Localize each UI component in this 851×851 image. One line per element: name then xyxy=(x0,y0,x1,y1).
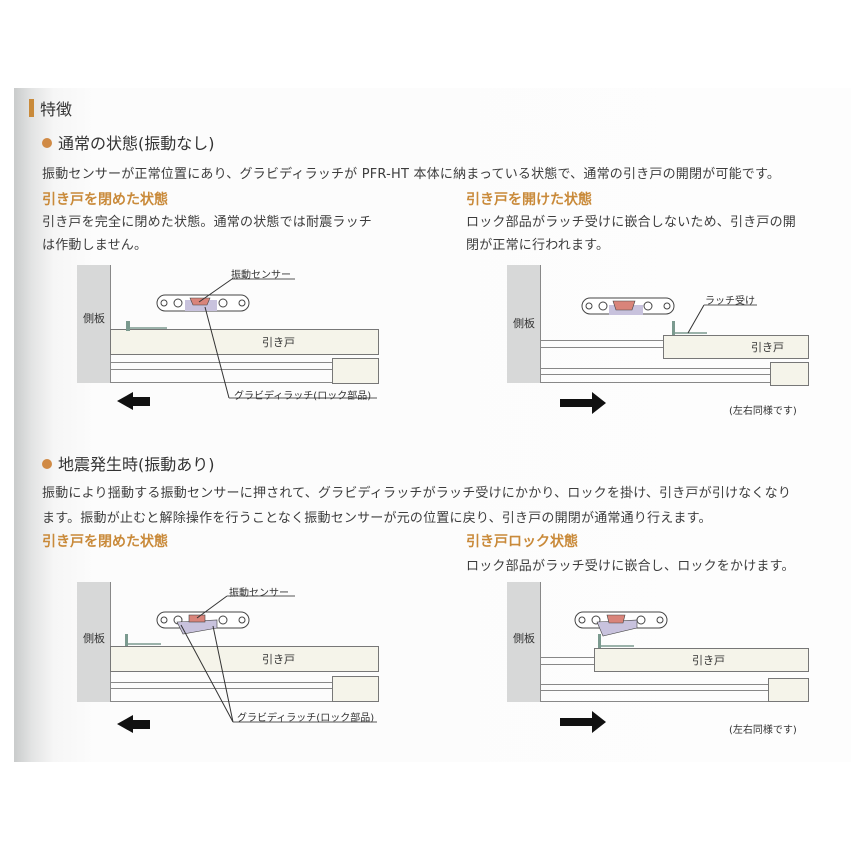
latch-callout: グラビディラッチ(ロック部品) xyxy=(234,391,372,402)
rail xyxy=(110,369,345,370)
floor-line xyxy=(110,382,377,383)
door-label: 引き戸 xyxy=(262,336,295,349)
rail xyxy=(540,690,772,691)
second-door-edge xyxy=(332,358,379,384)
section-heading-normal: 通常の状態(振動なし) xyxy=(42,130,215,154)
symmetry-note: (左右同様です) xyxy=(729,406,797,417)
door-label: 引き戸 xyxy=(751,341,784,354)
side-board xyxy=(507,582,541,702)
section-heading-earthquake-text: 地震発生時(振動あり) xyxy=(58,455,215,474)
latch-callout: グラビディラッチ(ロック部品) xyxy=(237,713,375,724)
sensor-callout: 振動センサー xyxy=(231,270,291,281)
mechanism-icon xyxy=(560,297,757,414)
rail xyxy=(110,362,345,363)
floor-line xyxy=(540,382,807,383)
normal-closed-heading: 引き戸を閉めた状態 xyxy=(42,192,168,208)
rail xyxy=(540,657,600,658)
side-board xyxy=(507,265,541,383)
floor-line xyxy=(110,701,377,702)
sensor-callout: 振動センサー xyxy=(229,588,289,599)
earthquake-locked-text: ロック部品がラッチ受けに嵌合し、ロックをかけます。 xyxy=(466,559,795,574)
title-accent-bar xyxy=(29,99,34,117)
side-board xyxy=(77,265,111,383)
door-label: 引き戸 xyxy=(692,654,725,667)
earthquake-locked-heading: 引き戸ロック状態 xyxy=(466,534,578,550)
diagram-earthquake-closed: 側板 引き戸 振動センサー グラビディラッチ(ロック部品) xyxy=(77,582,379,737)
section-heading-normal-text: 通常の状態(振動なし) xyxy=(58,134,215,153)
bullet-icon xyxy=(42,138,52,148)
sliding-door xyxy=(663,335,809,359)
door-label: 引き戸 xyxy=(262,653,295,666)
normal-open-heading: 引き戸を開けた状態 xyxy=(466,192,592,208)
normal-open-text-1: ロック部品がラッチ受けに嵌合しないため、引き戸の開 xyxy=(466,215,797,230)
side-board xyxy=(77,582,111,702)
rail xyxy=(540,374,772,375)
symmetry-note: (左右同様です) xyxy=(729,725,797,736)
latch-receiver-callout: ラッチ受け xyxy=(705,296,755,307)
earthquake-description-2: ます。振動が止むと解除操作を行うことなく振動センサーが元の位置に戻り、引き戸の開… xyxy=(42,511,712,526)
sliding-door xyxy=(594,648,809,672)
side-board-label: 側板 xyxy=(83,632,105,645)
earthquake-description-1: 振動により揺動する振動センサーに押されて、グラビディラッチがラッチ受けにかかり、… xyxy=(42,486,792,501)
second-door-edge xyxy=(332,676,379,702)
rail xyxy=(110,688,345,689)
mechanism-icon xyxy=(117,278,377,410)
sliding-door xyxy=(110,646,379,672)
second-door-edge xyxy=(770,362,809,386)
diagram-earthquake-locked: 側板 引き戸 (左右同様です) xyxy=(507,582,809,737)
rail xyxy=(540,368,772,369)
side-board-label: 側板 xyxy=(513,632,535,645)
earthquake-closed-heading: 引き戸を閉めた状態 xyxy=(42,534,168,550)
second-door-edge xyxy=(768,678,809,702)
mechanism-icon xyxy=(560,611,668,733)
sliding-door xyxy=(110,329,379,355)
diagram-normal-closed: 側板 引き戸 振動センサー グラビディラッチ(ロック部品) xyxy=(77,265,379,410)
side-board-label: 側板 xyxy=(83,312,105,325)
side-board-label: 側板 xyxy=(513,317,535,330)
normal-closed-text-1: 引き戸を完全に閉めた状態。通常の状態では耐震ラッチ xyxy=(42,215,373,230)
rail xyxy=(540,347,670,348)
rail xyxy=(540,664,600,665)
page-title: 特徴 xyxy=(40,100,73,119)
section-heading-earthquake: 地震発生時(振動あり) xyxy=(42,451,215,475)
rail xyxy=(540,684,772,685)
rail xyxy=(540,340,670,341)
normal-closed-text-2: は作動しません。 xyxy=(42,238,148,253)
bullet-icon xyxy=(42,459,52,469)
diagram-normal-open: 側板 引き戸 ラッチ受け (左右同様です) xyxy=(507,265,809,420)
floor-line xyxy=(540,701,807,702)
normal-open-text-2: 閉が正常に行われます。 xyxy=(466,238,610,253)
normal-description: 振動センサーが正常位置にあり、グラビディラッチが PFR-HT 本体に納まってい… xyxy=(42,167,781,182)
mechanism-icon xyxy=(117,595,377,733)
rail xyxy=(110,682,345,683)
